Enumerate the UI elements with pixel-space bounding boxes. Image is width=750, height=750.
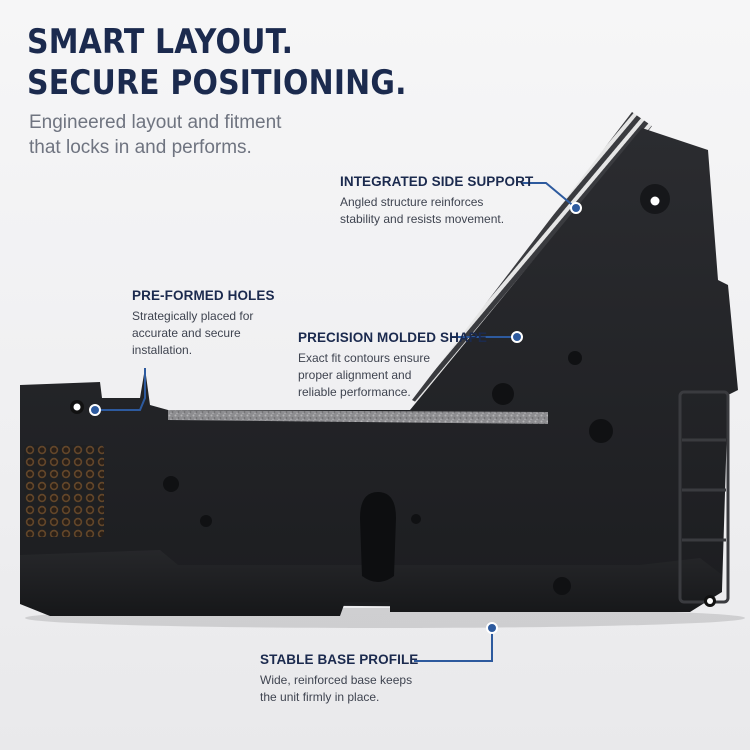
side-rails (678, 390, 730, 604)
callout-base-title: STABLE BASE PROFILE (260, 652, 419, 667)
callout-holes: PRE-FORMED HOLES Strategically placed fo… (132, 288, 275, 359)
headline-line-1: SMART LAYOUT. (27, 22, 294, 62)
subhead-line-1: Engineered layout and fitment (29, 112, 282, 133)
callout-molded-title: PRECISION MOLDED SHAPE (298, 330, 487, 345)
callout-molded-shape: PRECISION MOLDED SHAPE Exact fit contour… (298, 330, 487, 401)
unit-body (20, 128, 738, 608)
subheadline: Engineered layout and fitment that locks… (29, 110, 281, 160)
callout-side-support: INTEGRATED SIDE SUPPORT Angled structure… (340, 174, 533, 228)
callout-holes-text-1: Strategically placed for (132, 309, 254, 323)
callout-dots (89, 202, 582, 634)
callout-holes-text-3: installation. (132, 343, 193, 357)
callout-molded-text-2: proper alignment and (298, 368, 412, 382)
callout-side-support-text-2: stability and resists movement. (340, 212, 505, 226)
mounting-holes (70, 184, 716, 607)
callout-molded-text-3: reliable performance. (298, 385, 411, 399)
callout-base-profile: STABLE BASE PROFILE Wide, reinforced bas… (260, 652, 418, 706)
vent-grille (24, 445, 104, 537)
callout-holes-text-2: accurate and secure (132, 326, 241, 340)
callout-side-support-text-1: Angled structure reinforces (340, 195, 484, 209)
foam-shelf (168, 410, 548, 424)
base-strip (20, 550, 722, 616)
callout-molded-text-1: Exact fit contours ensure (298, 351, 431, 365)
callout-base-text-2: the unit firmly in place. (260, 690, 380, 704)
callout-leaders (95, 182, 577, 662)
callout-base-text-1: Wide, reinforced base keeps (260, 673, 413, 687)
subhead-line-2: that locks in and performs. (29, 137, 252, 158)
latch-tab (360, 492, 396, 582)
callout-side-support-title: INTEGRATED SIDE SUPPORT (340, 174, 534, 189)
headline: SMART LAYOUT. SECURE POSITIONING. (27, 22, 407, 104)
callout-holes-title: PRE-FORMED HOLES (132, 288, 275, 303)
headline-line-2: SECURE POSITIONING. (27, 63, 407, 103)
